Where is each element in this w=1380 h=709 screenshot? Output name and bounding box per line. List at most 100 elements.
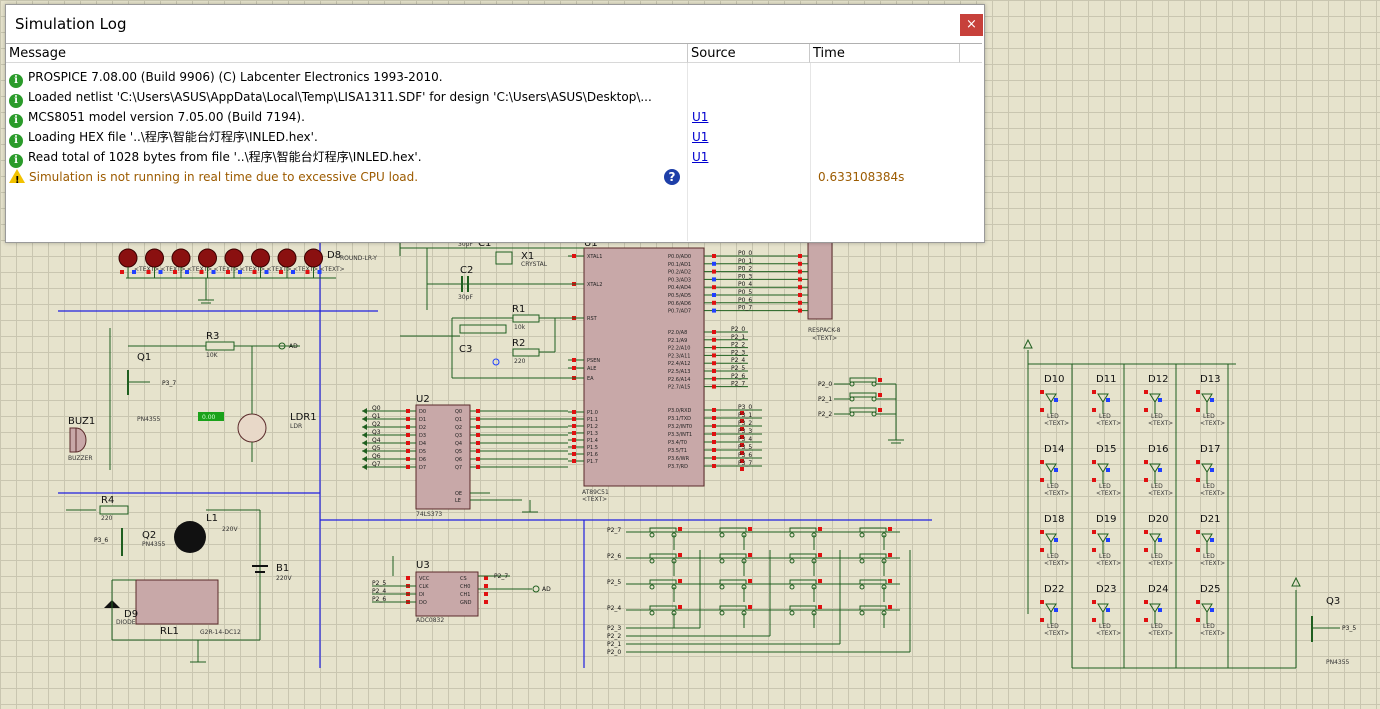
q3-net: P3_5 xyxy=(1342,625,1356,632)
keypad-key[interactable] xyxy=(649,527,677,533)
pin-marker xyxy=(484,576,488,580)
mcu-pin-label: PSEN xyxy=(587,358,600,364)
led-indicator xyxy=(171,248,191,268)
keypad-key[interactable] xyxy=(789,605,817,611)
res-r2-value: 220 xyxy=(514,358,526,365)
sensor-section[interactable]: R3 10K AD Q1 PN4355 P3_7 BUZ1 BUZZER 0.0… xyxy=(68,328,317,470)
keypad-matrix[interactable]: P2_7P2_6P2_5P2_4P2_3P2_2P2_1P2_0 xyxy=(607,527,911,656)
mcu-pin-label: P1.0 xyxy=(587,410,598,416)
keypad-key[interactable] xyxy=(719,605,747,611)
cap-c1-value: 30pF xyxy=(458,241,473,248)
push-switches[interactable]: P2_0P2_1P2_2 xyxy=(818,377,904,444)
pin-marker xyxy=(1054,608,1058,612)
keypad-key[interactable] xyxy=(649,579,677,585)
led-matrix-type: LED xyxy=(1099,553,1111,560)
led-diode xyxy=(1201,393,1213,403)
log-source-link[interactable]: U1 xyxy=(692,130,709,144)
pin-marker xyxy=(120,270,124,274)
log-source-link[interactable]: U1 xyxy=(692,110,709,124)
keypad-key[interactable] xyxy=(859,527,887,533)
mcu-pin-label: XTAL2 xyxy=(587,282,602,288)
help-icon[interactable]: ? xyxy=(664,169,680,185)
u2-pin-label: LE xyxy=(455,498,461,504)
pin-marker xyxy=(1092,478,1096,482)
u3-out-net: P2_7 xyxy=(494,573,508,580)
mcu-pin-label: P3.6/WR xyxy=(668,456,690,462)
led-matrix-text: <TEXT> xyxy=(1096,630,1121,637)
res-r3-ref: R3 xyxy=(206,331,219,342)
column-divider xyxy=(810,63,811,241)
info-icon: i xyxy=(9,114,23,128)
crystal-value: CRYSTAL xyxy=(521,261,548,268)
pin-marker xyxy=(484,600,488,604)
net-label: P3_0 xyxy=(738,404,752,411)
net-label: P3_7 xyxy=(738,460,752,467)
column-header-message[interactable]: Message xyxy=(6,44,688,63)
u2-pin-label: Q6 xyxy=(455,457,462,463)
keypad-key[interactable] xyxy=(719,579,747,585)
keypad-key[interactable] xyxy=(859,579,887,585)
column-header-source[interactable]: Source xyxy=(688,44,810,63)
led-matrix-text: <TEXT> xyxy=(1096,490,1121,497)
relay-section[interactable]: R4 220 Q2 PN4355 P3_6 L1 220V RL1 G2R-14… xyxy=(66,495,292,663)
keypad-key[interactable] xyxy=(789,579,817,585)
title-bar[interactable]: Simulation Log × xyxy=(6,5,984,43)
diode-value: DIODE xyxy=(116,619,136,626)
mcu-pin-label: P1.5 xyxy=(587,445,598,451)
pin-marker xyxy=(572,445,576,449)
pin-marker xyxy=(1210,468,1214,472)
keypad-key[interactable] xyxy=(789,553,817,559)
transistor-q3[interactable]: Q3 PN4355 P3_5 xyxy=(1295,590,1356,666)
log-source-link[interactable]: U1 xyxy=(692,150,709,164)
oscillator-circuit[interactable]: X1 CRYSTAL C2 30pF C1 30pF R1 10k R2 220… xyxy=(399,238,584,379)
pin-marker xyxy=(888,553,892,557)
pin-marker xyxy=(1196,530,1200,534)
keypad-key[interactable] xyxy=(719,527,747,533)
led-matrix-text: <TEXT> xyxy=(1096,560,1121,567)
keypad-key[interactable] xyxy=(789,527,817,533)
mcu-u1[interactable]: U1 AT89C51 <TEXT> XTAL1XTAL2RSTPSENALEEA… xyxy=(568,238,720,503)
keypad-key[interactable] xyxy=(649,553,677,559)
pin-marker xyxy=(798,277,802,282)
led-matrix-label: D14 xyxy=(1044,444,1064,455)
led-text: <TEXT> xyxy=(320,266,345,273)
led-matrix-label: D25 xyxy=(1200,584,1220,595)
keypad-key[interactable] xyxy=(859,605,887,611)
ldr-ref: LDR1 xyxy=(290,412,317,423)
pin-marker xyxy=(1092,390,1096,394)
pin-marker xyxy=(888,527,892,531)
respack[interactable]: RESPACK-8 <TEXT> xyxy=(807,240,841,342)
u2-pin-label: Q7 xyxy=(455,465,462,471)
switch-button[interactable] xyxy=(849,407,877,413)
pin-marker xyxy=(173,270,177,274)
switch-button[interactable] xyxy=(849,392,877,398)
keypad-key[interactable] xyxy=(649,605,677,611)
battery-ref: B1 xyxy=(276,563,289,574)
led-diode xyxy=(1097,603,1109,613)
close-button[interactable]: × xyxy=(960,14,983,36)
led-matrix-label: D16 xyxy=(1148,444,1168,455)
switch-button[interactable] xyxy=(849,377,877,383)
net-label: P0_3 xyxy=(738,273,752,280)
pin-marker xyxy=(712,277,716,282)
keypad-key[interactable] xyxy=(859,553,887,559)
pin-marker xyxy=(878,393,882,397)
u3-pin-label: VCC xyxy=(419,576,430,582)
led-matrix[interactable]: D10LED<TEXT>D11LED<TEXT>D12LED<TEXT>D13L… xyxy=(1023,338,1301,669)
net-arrow xyxy=(362,464,367,470)
log-row-warning[interactable]: !Simulation is not running in real time … xyxy=(6,167,982,187)
keypad-key[interactable] xyxy=(719,553,747,559)
led-matrix-type: LED xyxy=(1151,623,1163,630)
res-r2-ref: R2 xyxy=(512,338,525,349)
column-header-time[interactable]: Time xyxy=(810,44,960,63)
pin-marker xyxy=(199,270,204,274)
